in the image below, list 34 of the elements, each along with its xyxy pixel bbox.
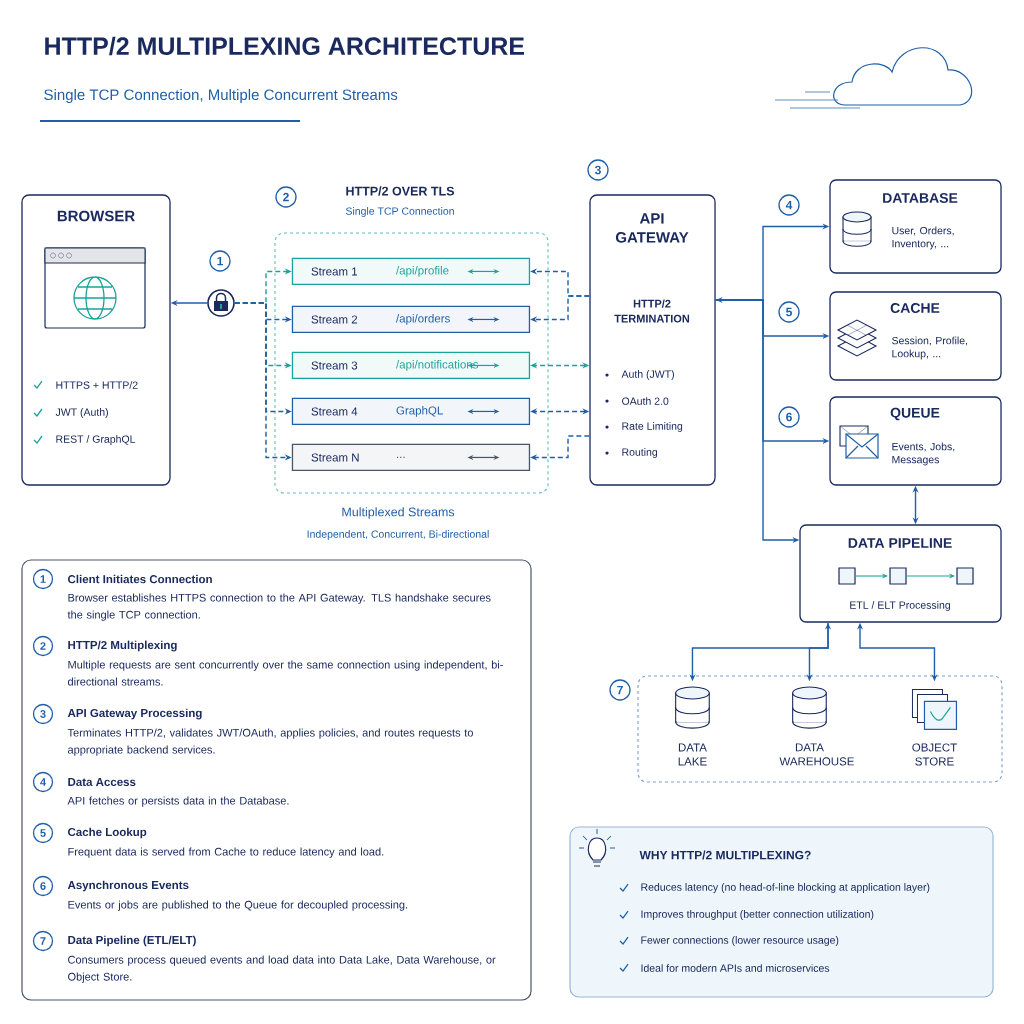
benefits-panel: WHY HTTP/2 MULTIPLEXING? Reduces latency (no head-of-line blocking at application layer) Improves throughput (better connection utilization) Fewer connections (lower resource usage) Ideal for modern APIs and microservices bbox=[569, 826, 994, 998]
stream-box: Stream 1 /api/profile bbox=[291, 257, 531, 286]
stream-box: Stream N ... bbox=[291, 443, 531, 472]
callout-number: 1 bbox=[209, 250, 231, 272]
stream-box: Stream 2 /api/orders bbox=[291, 305, 531, 334]
storage-item: OBJECT STORE bbox=[911, 688, 958, 766]
storage-item: DATA LAKE bbox=[675, 686, 710, 766]
node-label: OBJECT STORE bbox=[912, 743, 957, 766]
callout-number: 6 bbox=[778, 406, 800, 428]
node-label: DATA LAKE bbox=[678, 743, 707, 766]
storage-container bbox=[637, 675, 1003, 783]
stream-box: Stream 4 GraphQL bbox=[291, 397, 531, 426]
storage-item: DATA WAREHOUSE bbox=[779, 686, 854, 766]
steps-panel: 1 Client Initiates Connection Browser establishes HTTPS connection to the API Gateway. TLS handshake secures the single TCP connection. 2 HTTP/2 Multiplexing Multiple requests are sent concurrently over the same connection using independent, bi-directional streams. 3 API Gateway Processing Terminates HTTP/2, validates JWT/OAuth, applies policies, and routes requests to appropriate backend services. 4 Data Access API fetches or persists data in the Database. 5 Cache Lookup Frequent data is served from Cache to reduce latency and load. 6 Asynchronous Events Events or jobs are published to the Queue for decoupled processing. 7 Data Pipeline (ETL/ELT) Consumers process queued events and load data into Data Lake, Data Warehouse, or Object Store. bbox=[21, 559, 532, 1001]
callout-number: 3 bbox=[587, 159, 609, 181]
callout-number: 5 bbox=[778, 301, 800, 323]
node-label: DATA WAREHOUSE bbox=[779, 743, 854, 766]
callout-number: 2 bbox=[275, 186, 297, 208]
cache-box: CACHE Session, Profile, Lookup, ... bbox=[829, 291, 1002, 381]
node-label: Multiplexed Streams bbox=[342, 507, 455, 519]
database-box: DATABASE User, Orders, Inventory, ... bbox=[829, 179, 1002, 274]
callout-number: 4 bbox=[778, 194, 800, 216]
title: HTTP/2 MULTIPLEXING ARCHITECTURE bbox=[45, 36, 525, 56]
subtitle: Single TCP Connection, Multiple Concurrent Streams bbox=[44, 89, 398, 103]
callout-number: 7 bbox=[609, 679, 631, 701]
gateway-box: API GATEWAY HTTP/2 TERMINATION Auth (JWT) OAuth 2.0 Rate Limiting Routing bbox=[589, 194, 716, 486]
node-label: Single TCP Connection bbox=[345, 207, 454, 217]
queue-box: QUEUE Events, Jobs, Messages bbox=[829, 396, 1002, 486]
lock-icon bbox=[207, 289, 235, 317]
node-label: HTTP/2 OVER TLS bbox=[346, 186, 455, 196]
browser-box: BROWSER HTTPS + HTTP/2 JWT (Auth) REST / GraphQL bbox=[21, 194, 171, 486]
node-label: Independent, Concurrent, Bi-directional bbox=[307, 530, 489, 540]
pipeline-box: DATA PIPELINE ETL / ELT Processing bbox=[799, 524, 1002, 623]
stream-box: Stream 3 /api/notifications bbox=[291, 351, 531, 380]
